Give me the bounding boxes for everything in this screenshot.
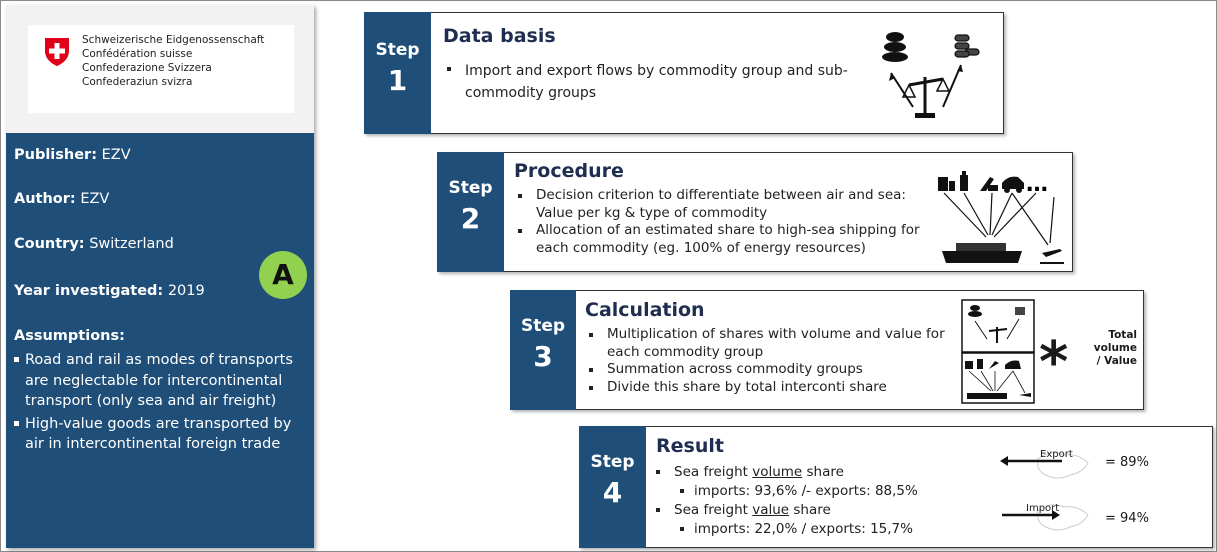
bullet-item: Allocation of an estimated share to high… <box>514 222 944 257</box>
info-panel: Schweizerische Eidgenossenschaft Confédé… <box>6 5 314 548</box>
publisher-row: Publisher: EZV <box>14 147 131 163</box>
multiply-star: * <box>1039 330 1069 395</box>
author-value: EZV <box>80 191 110 207</box>
logo-line: Confederazione Svizzera <box>82 62 212 74</box>
b-suffix: share <box>789 502 831 518</box>
step-4-bullets: Sea freight volume share imports: 93,6% … <box>652 463 982 539</box>
step-2-title: Procedure <box>514 160 624 182</box>
step-1-title: Data basis <box>443 25 556 47</box>
bullet-item: Multiplication of shares with volume and… <box>585 326 965 361</box>
assumption-item: Road and rail as modes of transports are… <box>14 350 310 412</box>
import-share-value: = 94% <box>1105 511 1149 526</box>
step-4-title: Result <box>656 435 724 457</box>
bullet-item: Sea freight value share <box>652 501 982 520</box>
step-1-tab: Step 1 <box>364 12 431 134</box>
more-dots: … <box>1026 172 1048 197</box>
b-underlined: value <box>752 502 790 518</box>
step-number: 1 <box>387 64 408 97</box>
year-label: Year investigated: <box>14 283 164 299</box>
bullet-item: Summation across commodity groups <box>585 361 965 379</box>
badge-a: A <box>259 251 307 299</box>
combined-method-icon <box>961 299 1035 404</box>
assumption-item: High-value goods are transported by air … <box>14 414 310 455</box>
swiss-shield-icon <box>45 38 69 66</box>
logo-line: Schweizerische Eidgenossenschaft <box>82 34 265 46</box>
step-2-box: Step 2 Procedure Decision criterion to d… <box>437 152 1073 272</box>
assumptions-list: Road and rail as modes of transports are… <box>14 350 310 457</box>
publisher-label: Publisher: <box>14 147 98 163</box>
step-word: Step <box>375 40 420 60</box>
country-row: Country: Switzerland <box>14 236 174 252</box>
author-label: Author: <box>14 191 76 207</box>
step-3-tab: Step 3 <box>510 290 576 410</box>
switzerland-import-icon <box>1002 504 1089 531</box>
author-row: Author: EZV <box>14 191 109 207</box>
total-label-line: / Value <box>1096 355 1137 367</box>
step-word: Step <box>520 316 566 336</box>
export-label: Export <box>1040 449 1073 460</box>
total-volume-value-label: Total volume / Value <box>1063 329 1137 368</box>
switzerland-export-icon <box>1000 452 1089 479</box>
step-4-tab: Step 4 <box>579 426 646 548</box>
bullet-item: Import and export flows by commodity gro… <box>443 60 863 104</box>
b-suffix: share <box>802 464 844 480</box>
step-word: Step <box>590 452 635 472</box>
step-word: Step <box>448 178 493 198</box>
publisher-value: EZV <box>101 147 131 163</box>
scale-coins-icon <box>882 32 980 118</box>
b-underlined: volume <box>752 464 803 480</box>
step-number: 4 <box>602 476 623 509</box>
step-3-box: Step 3 Calculation Multiplication of sha… <box>510 290 1144 410</box>
import-label: Import <box>1026 503 1060 514</box>
export-share-value: = 89% <box>1105 455 1149 470</box>
bullet-item: Decision criterion to differentiate betw… <box>514 187 944 222</box>
logo-area: Schweizerische Eidgenossenschaft Confédé… <box>6 5 314 133</box>
country-label: Country: <box>14 236 85 252</box>
step-1-bullets: Import and export flows by commodity gro… <box>443 60 863 104</box>
country-value: Switzerland <box>89 236 174 252</box>
year-value: 2019 <box>167 283 205 299</box>
year-row: Year investigated: 2019 <box>14 283 205 299</box>
step-2-tab: Step 2 <box>437 152 504 272</box>
b-prefix: Sea freight <box>674 502 753 518</box>
logo-line: Confédération suisse <box>82 48 193 60</box>
step-3-title: Calculation <box>585 299 705 321</box>
logo-text: Schweizerische Eidgenossenschaft Confédé… <box>82 33 264 89</box>
step-2-bullets: Decision criterion to differentiate betw… <box>514 187 944 257</box>
bullet-item: Divide this share by total interconti sh… <box>585 379 965 397</box>
step-1-box: Step 1 Data basis Import and export flow… <box>364 12 1004 134</box>
bullet-item: Sea freight volume share <box>652 463 982 482</box>
assumptions-title: Assumptions: <box>14 328 125 344</box>
b-prefix: Sea freight <box>674 464 753 480</box>
sub-bullet-item: imports: 22,0% / exports: 15,7% <box>652 520 982 539</box>
sub-bullet-item: imports: 93,6% /- exports: 88,5% <box>652 482 982 501</box>
swiss-confederation-logo: Schweizerische Eidgenossenschaft Confédé… <box>28 25 294 113</box>
step-number: 3 <box>533 340 553 373</box>
total-label-line: Total volume <box>1093 329 1137 354</box>
transport-modes-icon: … <box>938 171 1064 264</box>
step-3-bullets: Multiplication of shares with volume and… <box>585 326 965 396</box>
step-number: 2 <box>460 202 481 235</box>
step-4-box: Step 4 Result Sea freight volume share i… <box>579 426 1213 548</box>
logo-line: Confederaziun svizra <box>82 76 193 88</box>
